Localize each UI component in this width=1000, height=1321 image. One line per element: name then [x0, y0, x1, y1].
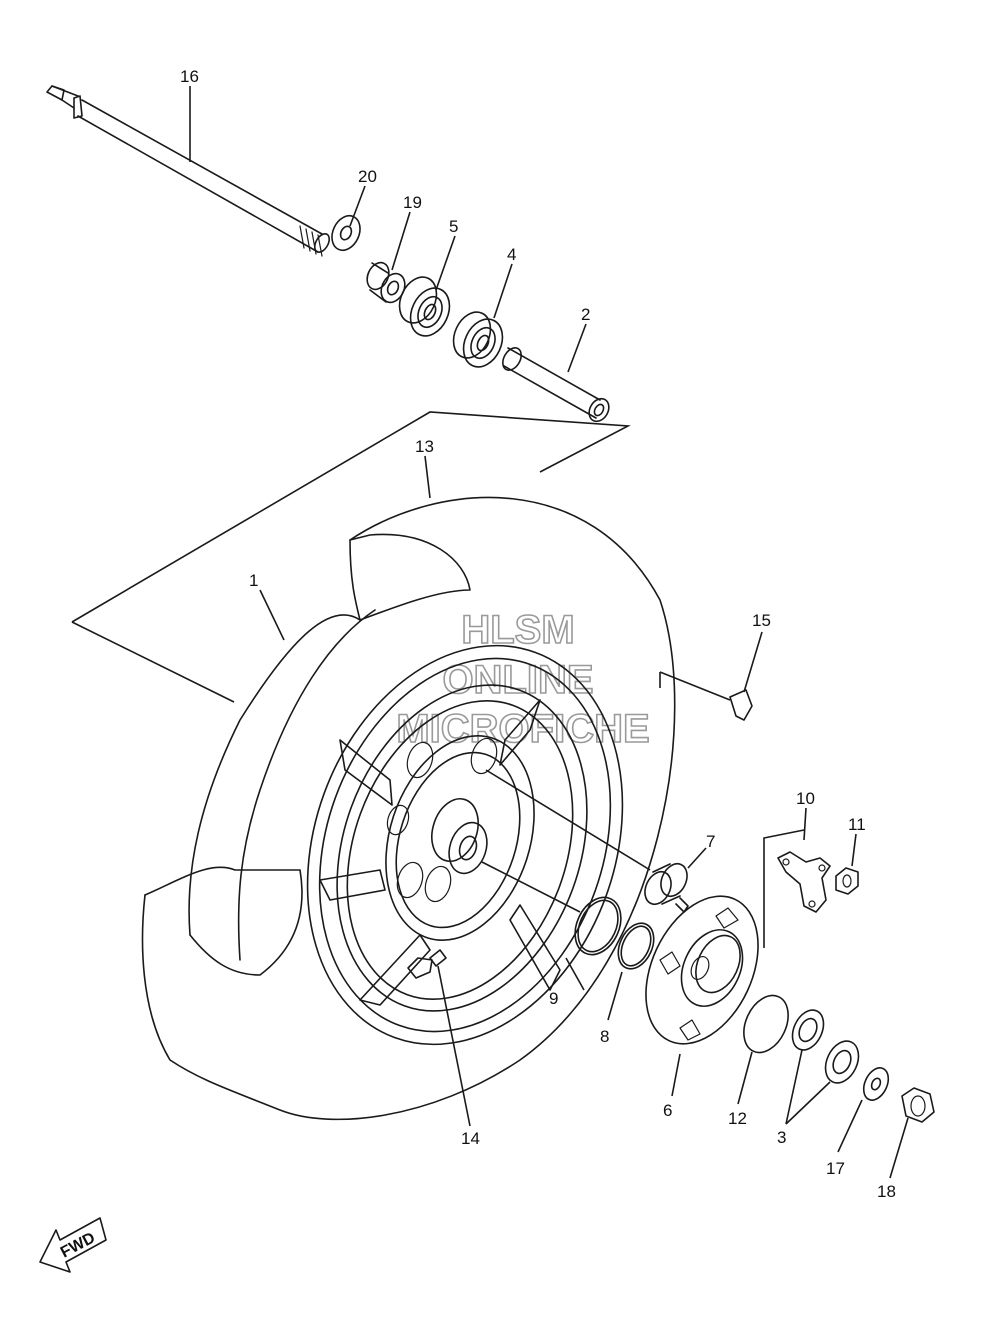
- callout-17: 17: [826, 1159, 845, 1178]
- callout-8: 8: [600, 1027, 609, 1046]
- callout-11: 11: [848, 815, 866, 834]
- callout-13: 13: [415, 437, 434, 456]
- o-ring-8-part: [617, 922, 655, 970]
- callout-1: 1: [249, 571, 258, 590]
- callout-19: 19: [403, 193, 422, 212]
- callout-9: 9: [549, 989, 558, 1008]
- callout-3: 3: [777, 1128, 786, 1147]
- callout-18: 18: [877, 1182, 896, 1201]
- fwd-arrow-icon: FWD: [39, 1217, 107, 1273]
- collar-part: [366, 261, 406, 304]
- watermark: HLSM ONLINE MICROFICHE: [396, 607, 651, 752]
- watermark-line-2: ONLINE: [442, 658, 593, 702]
- leader-lines: [189, 86, 909, 1179]
- callout-5: 5: [449, 217, 458, 236]
- callout-15: 15: [752, 611, 771, 630]
- bearing-3-part: [791, 1009, 860, 1084]
- callout-7: 7: [706, 832, 715, 851]
- watermark-line-3: MICROFICHE: [396, 707, 649, 751]
- tire-wheel-part: [141, 496, 676, 1121]
- clutch-hub-part: [645, 895, 759, 1045]
- callout-16: 16: [180, 67, 199, 86]
- callout-4: 4: [507, 245, 516, 264]
- callout-10: 10: [796, 789, 815, 808]
- callout-6: 6: [663, 1101, 672, 1120]
- nut-18-part: [901, 1087, 935, 1123]
- bearing-5-part: [398, 276, 451, 337]
- callout-12: 12: [728, 1109, 747, 1128]
- callout-14: 14: [461, 1129, 480, 1148]
- oil-seal-part: [743, 994, 789, 1054]
- callout-labels: 16 20 19 5 4 2 13 1 15 10 11 7 9 8 6 12 …: [180, 67, 896, 1201]
- collar-7-part: [644, 862, 689, 913]
- washer-17-part: [862, 1067, 890, 1101]
- assembly-bracket: [71, 411, 631, 703]
- callout-20: 20: [358, 167, 377, 186]
- spacer-part: [502, 347, 610, 423]
- retainer-part: [777, 851, 831, 913]
- balance-weight-part: [659, 671, 753, 721]
- fwd-label: FWD: [58, 1229, 98, 1261]
- retainer-bracket-lead: [763, 829, 805, 948]
- callout-2: 2: [581, 305, 590, 324]
- nut-11-part: [835, 867, 859, 895]
- bearing-4-part: [452, 311, 504, 368]
- washer-part: [331, 214, 361, 252]
- axle-part: [46, 85, 331, 257]
- watermark-line-1: HLSM: [461, 608, 574, 652]
- o-ring-9-part: [574, 896, 622, 956]
